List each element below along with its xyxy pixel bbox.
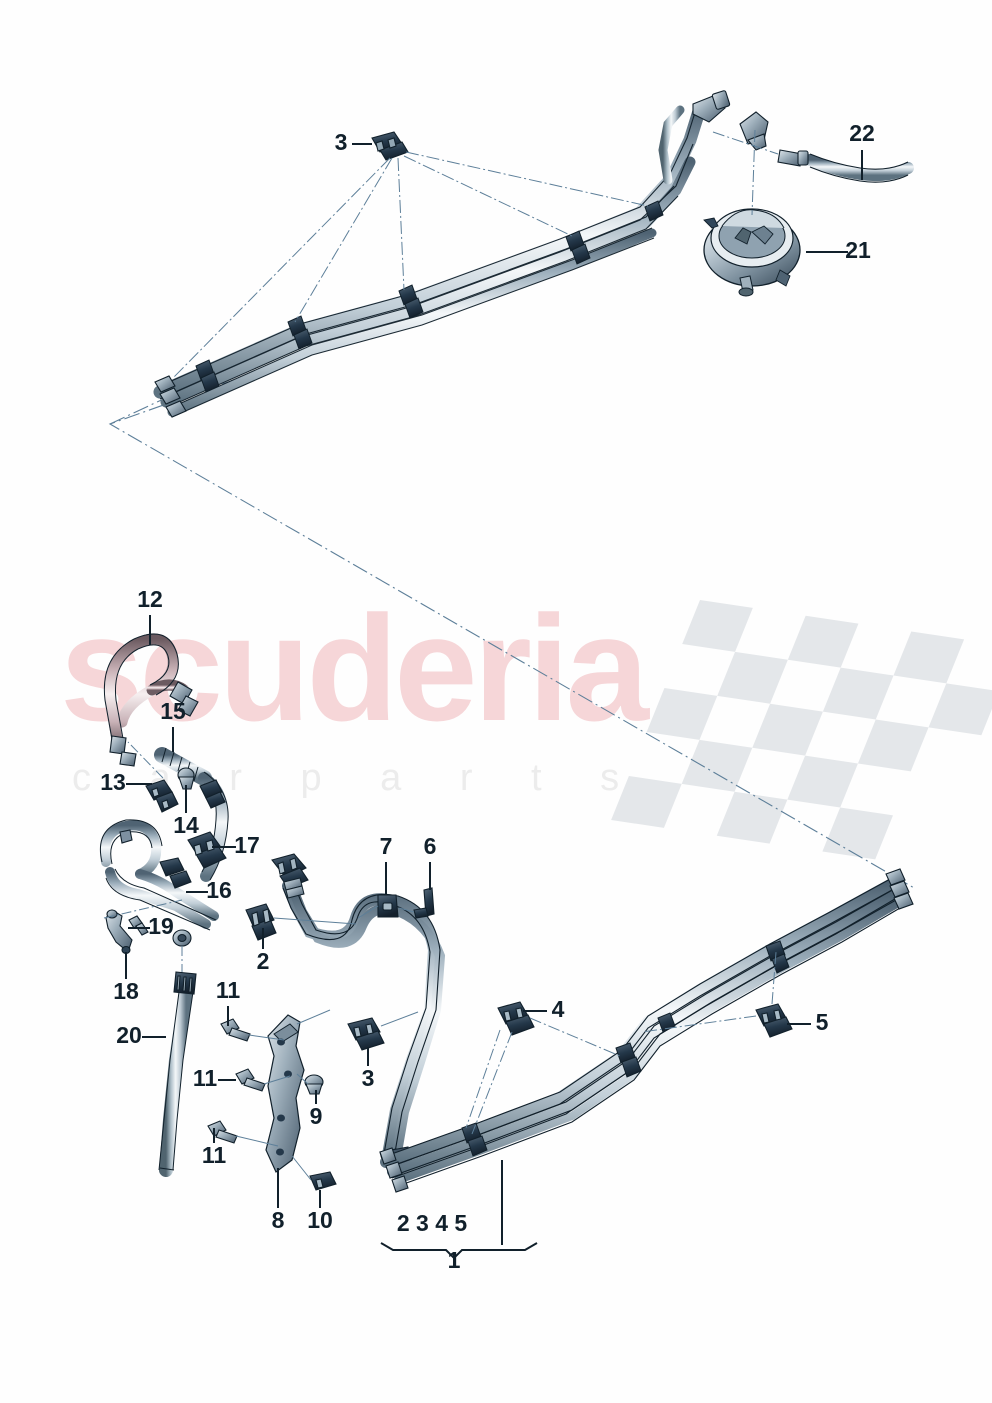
callout-number-c18: 18 [113, 978, 139, 1004]
connector-15-fitting [199, 779, 226, 809]
part-16-return-line [100, 819, 219, 931]
part-11-hex-bolts [207, 1018, 266, 1144]
leader-7-to-pipe [357, 905, 379, 919]
callout-number-c10: 10 [307, 1207, 333, 1233]
callout-number-c4: 4 [552, 996, 565, 1022]
callout-number-c8: 8 [272, 1207, 285, 1233]
callout-number-c9: 9 [310, 1103, 323, 1129]
callout-number-c3-mid: 3 [362, 1065, 375, 1091]
checkered-flag-icon [611, 600, 992, 860]
part-8-mounting-bracket [265, 1014, 305, 1173]
part-22-vent-hose [777, 149, 914, 183]
part-5-double-line-clip [755, 1003, 793, 1038]
part-bolt-near-18 [128, 915, 149, 936]
callout-number-c20: 20 [116, 1022, 142, 1048]
leader-elbow-to-flange [712, 129, 779, 216]
callout-number-c14: 14 [173, 812, 199, 838]
lower-line-clips [461, 940, 790, 1157]
part-18-retaining-strap [105, 909, 133, 955]
leader-19-to-line [103, 899, 183, 980]
callout-number-c15: 15 [160, 698, 186, 724]
callout-number-c11-b: 11 [193, 1065, 218, 1091]
part-7-grommet [377, 894, 399, 918]
group-bracket-members: 2 3 4 5 [397, 1210, 468, 1236]
leaders-4-to-lines [465, 1017, 621, 1135]
callout-number-c3-top: 3 [335, 129, 348, 155]
callout-number-c13: 13 [100, 769, 126, 795]
part-2-retaining-clip [245, 903, 277, 941]
part-13-connector-clip [145, 779, 179, 813]
part-12-fuel-hose-loop [103, 633, 199, 767]
leaders-from-clip-3 [172, 151, 649, 379]
callout-number-c12: 12 [137, 586, 163, 612]
leader-6-to-grommet [398, 907, 415, 913]
part-4-double-line-clip [497, 1001, 535, 1036]
callout-number-c5: 5 [816, 1009, 829, 1035]
part-21-fuel-pump-flange [703, 208, 801, 297]
callout-number-c11-a: 11 [216, 977, 241, 1003]
part-17-multi-connector [187, 831, 227, 869]
part-10-small-clip [309, 1171, 337, 1191]
leader-5-to-lines [641, 951, 777, 1033]
line-end-fittings [154, 375, 187, 418]
callout-number-c6: 6 [424, 833, 437, 859]
callout-number-c16: 16 [206, 877, 232, 903]
callout-number-c17: 17 [234, 832, 260, 858]
upper-elbow-connector [692, 90, 769, 151]
part-14-sealing-cap [177, 767, 195, 790]
part-3-top-clip [371, 131, 409, 161]
leader-3mid-to-pipe [380, 1011, 419, 1027]
watermark-title: scuderia [60, 584, 651, 752]
connector-16-fittings [119, 829, 192, 889]
callout-number-c22: 22 [849, 120, 875, 146]
callout-number-c11-c: 11 [202, 1142, 227, 1168]
callout-layer [125, 143, 863, 1208]
assembly-bracket-1: 2 3 4 5 [380, 1160, 538, 1260]
leader-2-to-pipe [273, 917, 357, 925]
part-20-ventilation-hose [158, 971, 197, 1177]
hose-end-fitting-12 [109, 681, 199, 767]
upper-fuel-line-assembly [153, 90, 769, 418]
callout-number-c1: 1 [448, 1247, 461, 1273]
callout-number-c7: 7 [380, 833, 393, 859]
watermark-layer: scuderia c a r p a r t s [60, 584, 992, 860]
hose-20-collar [173, 971, 197, 995]
part-9-collar-nut [304, 1074, 324, 1095]
part-3-middle-clip [347, 1017, 385, 1051]
part-19-hose-joint [172, 929, 192, 947]
callout-number-c19: 19 [148, 913, 174, 939]
lower-fuel-line-assembly [379, 868, 914, 1193]
callout-number-c2: 2 [257, 948, 270, 974]
group-bracket-path [380, 1242, 538, 1260]
callout-number-c21: 21 [845, 237, 871, 263]
part-6-locking-pin [413, 887, 435, 919]
leader-13-to-hose [127, 741, 164, 779]
leaders-bolts-to-bracket [235, 1009, 331, 1181]
